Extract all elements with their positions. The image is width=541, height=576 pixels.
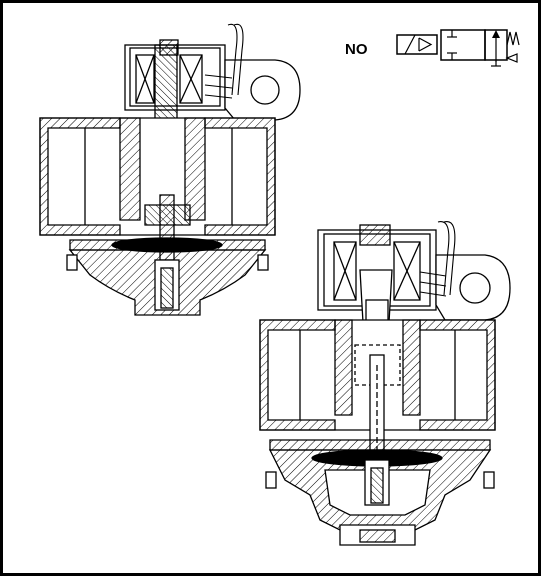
valve-symbol: NO xyxy=(345,29,520,67)
symbol-label: NO xyxy=(345,41,368,58)
spring-icon xyxy=(506,31,520,46)
valve-section-small xyxy=(259,221,511,546)
solenoid-actuator xyxy=(396,34,438,55)
valve-section-large xyxy=(39,23,301,316)
